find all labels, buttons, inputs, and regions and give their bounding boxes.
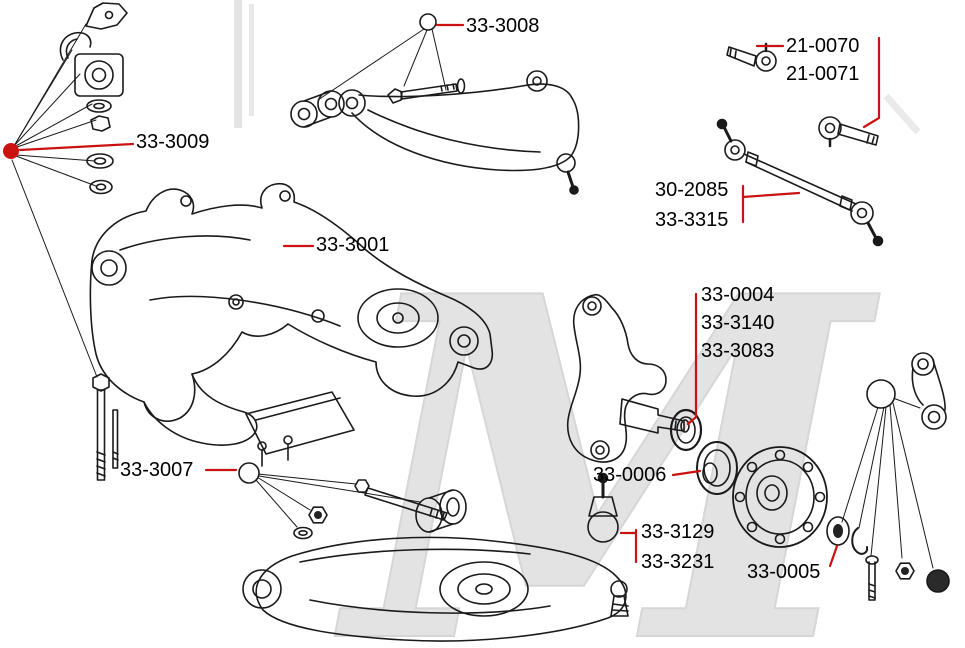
wheel-hub-drawing xyxy=(732,446,828,548)
leader-30-2085 xyxy=(741,191,801,199)
leader-33-0005 xyxy=(828,544,839,568)
part-label-33-3007: 33-3007 xyxy=(120,459,194,481)
part-label-33-3129: 33-3129 xyxy=(641,521,715,543)
part-label-33-3008: 33-3008 xyxy=(466,15,540,37)
leader-33-3009 xyxy=(18,142,135,152)
part-label-33-3231: 33-3231 xyxy=(641,551,715,573)
part-label-33-3001: 33-3001 xyxy=(316,234,390,256)
watermark-monogram: M xyxy=(234,0,921,648)
leader-21-0071-bracket xyxy=(862,36,881,129)
part-label-33-0004: 33-0004 xyxy=(701,284,775,306)
part-label-30-2085: 30-2085 xyxy=(655,179,729,201)
steering-knuckle-drawing xyxy=(566,293,703,463)
part-label-33-3083: 33-3083 xyxy=(701,340,775,362)
part-label-33-3009: 33-3009 xyxy=(136,131,210,153)
hub-hardware-drawing xyxy=(826,352,950,601)
part-label-33-3140: 33-3140 xyxy=(701,312,775,334)
part-label-33-3315: 33-3315 xyxy=(655,209,729,231)
part-label-33-0005: 33-0005 xyxy=(747,561,821,583)
leader-33-0006 xyxy=(671,469,702,477)
wheel-bearing-drawing xyxy=(696,441,738,495)
upper-control-arm-drawing xyxy=(290,13,580,195)
part-label-21-0071: 21-0071 xyxy=(786,63,860,85)
part-label-33-0006: 33-0006 xyxy=(593,464,667,486)
lower-control-arm-drawing xyxy=(238,462,629,642)
tie-rod-ends-drawing xyxy=(726,42,879,148)
subframe-crossmember-drawing xyxy=(89,182,494,467)
leader-lines xyxy=(3,23,881,568)
watermark-letter: M xyxy=(333,195,884,648)
center-track-rod-drawing xyxy=(716,118,884,247)
callout-dot xyxy=(3,143,19,159)
part-label-21-0070: 21-0070 xyxy=(786,35,860,57)
leader-33-0004-bracket xyxy=(686,292,698,426)
stabilizer-hardware-drawing xyxy=(11,2,128,481)
